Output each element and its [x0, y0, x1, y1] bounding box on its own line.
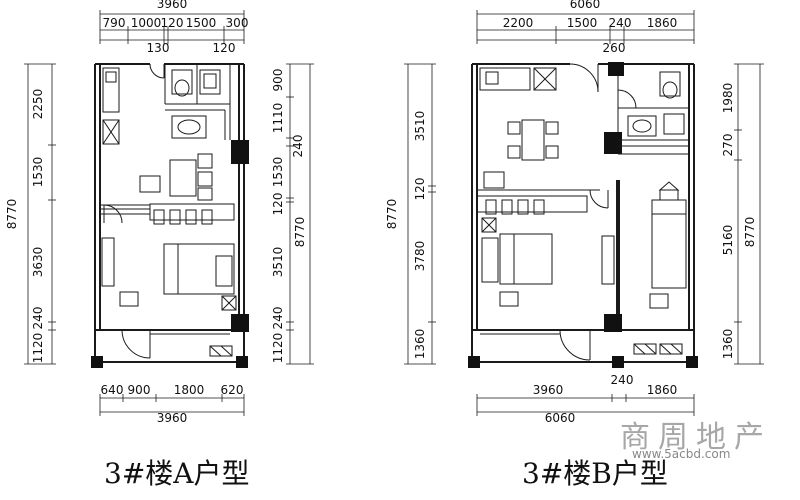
plan-b-partitions: [476, 76, 689, 213]
plan-b-dimension-lines: [404, 10, 764, 416]
plan-a-dim-top-1000: 1000: [131, 16, 162, 30]
plan-a-dim-right-240b: 240: [271, 307, 285, 330]
plan-b-dim-left-total: 8770: [385, 199, 399, 230]
plan-b-dim-top-2200: 2200: [503, 16, 534, 30]
plan-a-dim-sub-120: 120: [213, 41, 236, 55]
plan-b-dim-top-240: 240: [609, 16, 632, 30]
plan-b-fixtures: [479, 67, 687, 355]
plan-b: 6060 2200 1500 240 1860 260 3960 240 186…: [385, 0, 764, 425]
plan-b-dim-top-total: 6060: [570, 0, 601, 11]
plan-a-dimension-lines: [24, 10, 314, 416]
plan-a-title: 3#楼A户型: [104, 457, 250, 490]
plan-a-dim-top-1500: 1500: [186, 16, 217, 30]
plan-a-dim-right-1530: 1530: [271, 157, 285, 188]
plan-a-dim-left-1120: 1120: [31, 333, 45, 364]
plan-a-dim-bottom-total: 3960: [157, 411, 188, 425]
plan-a-dim-right-1110: 1110: [271, 103, 285, 134]
plan-a-dim-left-240: 240: [31, 307, 45, 330]
plan-b-dim-bottom-1860: 1860: [647, 383, 678, 397]
plan-b-dim-left-3780: 3780: [413, 241, 427, 272]
plan-a-dim-right-total: 8770: [293, 217, 307, 248]
plan-a-dim-bottom-900: 900: [128, 383, 151, 397]
plan-a-dim-top-total: 3960: [157, 0, 188, 11]
watermark-logo-text: 商周地产: [620, 420, 772, 455]
plan-a: 3960 790 1000 120 1500 300 130 120 640 9…: [5, 0, 314, 425]
plan-a-dim-bottom-640: 640: [101, 383, 124, 397]
plan-b-dim-right-total: 8770: [743, 217, 757, 248]
plan-b-dim-top-1500: 1500: [567, 16, 598, 30]
plan-a-dim-top-300: 300: [226, 16, 249, 30]
plan-a-doors: [103, 63, 230, 359]
plan-b-dim-right-1360: 1360: [721, 329, 735, 360]
plan-b-dim-bottom-240: 240: [611, 373, 634, 387]
plan-b-dim-left-3510: 3510: [413, 111, 427, 142]
plan-b-dimension-text: 6060 2200 1500 240 1860 260 3960 240 186…: [385, 0, 757, 425]
plan-b-columns: [468, 62, 698, 368]
plan-a-dim-top-120: 120: [161, 16, 184, 30]
plan-a-dim-right-240: 240: [291, 135, 305, 158]
plan-a-dim-left-2250: 2250: [31, 89, 45, 120]
plan-b-dim-right-1980: 1980: [721, 83, 735, 114]
plan-b-dim-right-5160: 5160: [721, 225, 735, 256]
plan-a-dim-right-1120: 1120: [271, 333, 285, 364]
plan-a-partitions: [100, 64, 235, 221]
plan-a-dim-left-1530: 1530: [31, 157, 45, 188]
plan-a-dim-left-total: 8770: [5, 199, 19, 230]
plan-b-title: 3#楼B户型: [522, 457, 668, 490]
plan-b-dim-sub-260: 260: [603, 41, 626, 55]
plan-a-fixtures: [101, 67, 237, 357]
plan-a-dimension-text: 3960 790 1000 120 1500 300 130 120 640 9…: [5, 0, 307, 425]
plan-a-dim-left-3630: 3630: [31, 247, 45, 278]
plan-b-dim-bottom-3960: 3960: [533, 383, 564, 397]
plan-b-doors: [480, 63, 637, 361]
plan-a-walls: [94, 63, 245, 364]
plan-a-dim-right-120: 120: [271, 193, 285, 216]
plan-b-dim-right-270: 270: [721, 134, 735, 157]
plan-a-dim-right-900: 900: [271, 69, 285, 92]
plan-b-dim-left-120: 120: [413, 178, 427, 201]
watermark-url: www.5acbd.com: [632, 447, 731, 461]
plan-a-dim-sub-130: 130: [147, 41, 170, 55]
plan-a-dim-bottom-620: 620: [221, 383, 244, 397]
plan-a-columns: [91, 140, 249, 368]
plan-b-dim-bottom-total: 6060: [545, 411, 576, 425]
plan-a-dim-right-3510: 3510: [271, 247, 285, 278]
plan-a-dim-top-790: 790: [103, 16, 126, 30]
plan-b-dim-left-1360: 1360: [413, 329, 427, 360]
plan-a-dim-bottom-1800: 1800: [174, 383, 205, 397]
plan-b-dim-top-1860: 1860: [647, 16, 678, 30]
